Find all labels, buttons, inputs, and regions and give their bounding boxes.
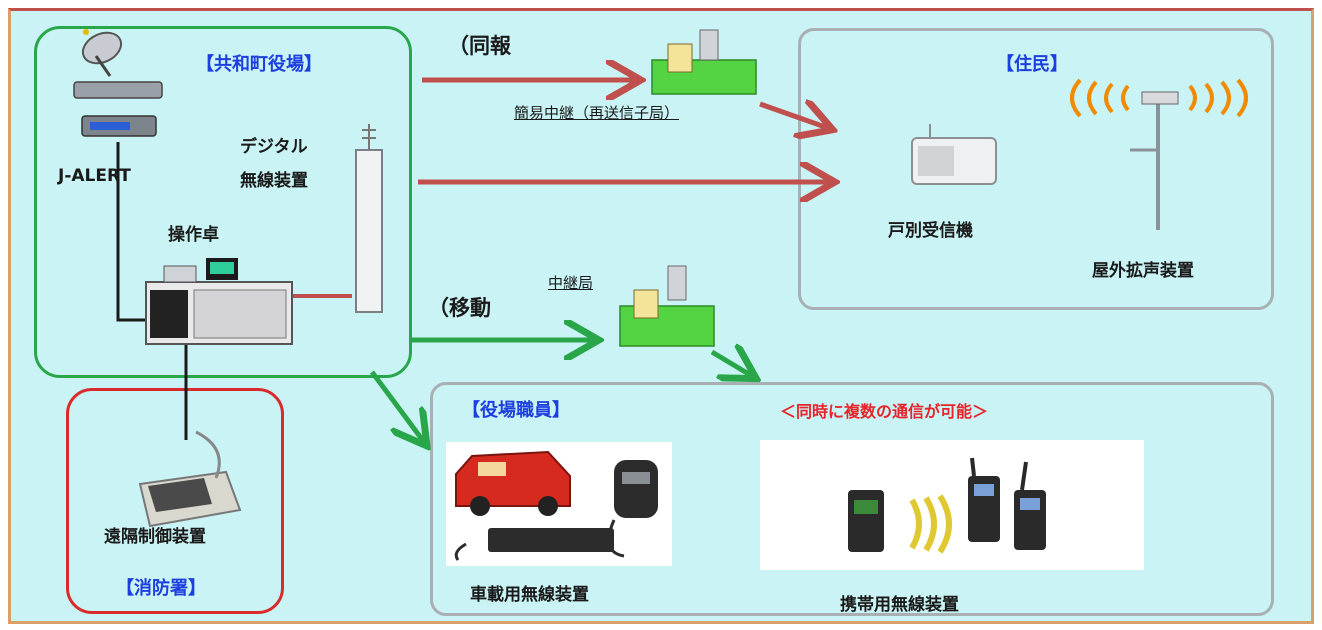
town-office-box — [34, 26, 412, 378]
fire-dept-label: 【消防署】 — [116, 578, 206, 599]
satellite-dish-icon — [81, 29, 123, 77]
staff-box — [430, 382, 1274, 616]
outdoor-speaker-icon — [1070, 78, 1248, 230]
household-receiver-label: 戸別受信機 — [888, 221, 973, 241]
residents-box — [798, 28, 1274, 310]
portable-radio-label: 携帯用無線装置 — [840, 595, 959, 615]
relay-station-icon — [619, 265, 715, 347]
vehicle-radio-panel — [446, 442, 672, 566]
staff-label: 【役場職員】 — [462, 400, 570, 421]
broadcast-label: （同報 — [448, 34, 511, 58]
fire-dept-box — [66, 388, 284, 614]
console-desk-icon — [145, 258, 293, 345]
residents-label: 【住民】 — [996, 54, 1068, 75]
household-receiver-icon — [911, 124, 997, 185]
connection-lines — [116, 142, 188, 440]
remote-control-icon — [138, 430, 242, 528]
j-alert-label: J-ALERT — [58, 166, 131, 186]
outdoor-speaker-label: 屋外拡声装置 — [1092, 261, 1194, 281]
simple-relay-label: 簡易中継（再送信子局） — [514, 104, 680, 122]
mobile-arrows — [369, 340, 752, 442]
simultaneous-note: ＜同時に複数の通信が可能＞ — [780, 402, 989, 421]
vehicle-radio-label: 車載用無線装置 — [470, 585, 589, 605]
digital-radio-label-line2: 無線装置 — [240, 171, 308, 191]
digital-radio-label-line1: デジタル — [240, 137, 308, 157]
console-label: 操作卓 — [168, 225, 219, 245]
broadcast-arrows — [418, 80, 830, 182]
mobile-label: （移動 — [428, 296, 491, 320]
relay-station-label: 中継局 — [548, 274, 594, 292]
portable-radio-panel — [760, 440, 1144, 570]
town-office-label: 【共和町役場】 — [196, 54, 322, 75]
j-alert-receiver-icon — [73, 81, 163, 137]
simple-relay-station-icon — [651, 29, 757, 95]
digital-radio-tower-icon — [355, 124, 383, 313]
remote-control-label: 遠隔制御装置 — [104, 527, 206, 547]
